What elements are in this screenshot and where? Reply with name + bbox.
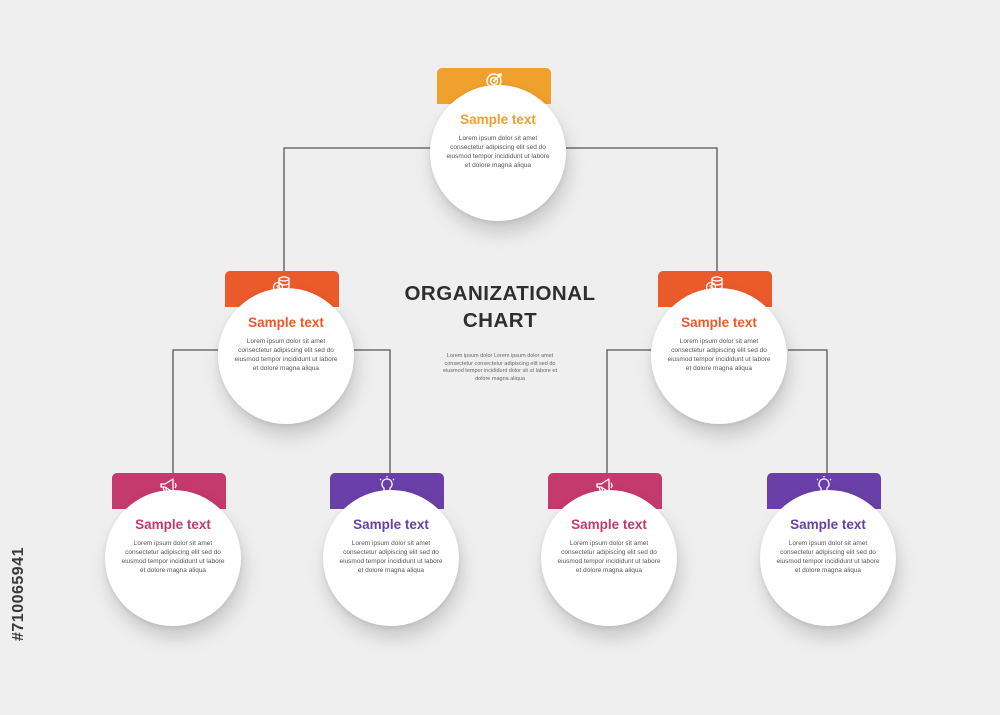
- connector-top-right: [566, 147, 718, 290]
- chart-heading-line1: ORGANIZATIONAL: [404, 282, 596, 305]
- node-description: Lorem ipsum dolor sit amet consectetur a…: [339, 540, 443, 574]
- connector-left-a: [172, 349, 218, 490]
- node-title: Sample text: [353, 517, 429, 532]
- node-description: Lorem ipsum dolor sit amet consectetur a…: [776, 540, 880, 574]
- node-description: Lorem ipsum dolor sit amet consectetur a…: [121, 540, 225, 574]
- node-circle: [430, 85, 566, 221]
- node-circle: [541, 490, 677, 626]
- org-node-bottom-1: Sample text Lorem ipsum dolor sit amet c…: [105, 473, 241, 628]
- chart-heading: ORGANIZATIONAL CHART: [378, 280, 622, 334]
- node-circle: [218, 288, 354, 424]
- node-title: Sample text: [571, 517, 647, 532]
- node-title: Sample text: [135, 517, 211, 532]
- stock-id-text: #710065941: [10, 547, 28, 641]
- org-node-bottom-3: Sample text Lorem ipsum dolor sit amet c…: [541, 473, 677, 628]
- connector-right-a: [606, 349, 651, 490]
- node-circle: [105, 490, 241, 626]
- node-circle: [323, 490, 459, 626]
- org-node-top: Sample text Lorem ipsum dolor sit amet c…: [430, 68, 566, 223]
- org-node-mid-right: $ Sample text Lorem ipsum dolor sit amet…: [651, 271, 787, 426]
- node-circle: [651, 288, 787, 424]
- node-description: Lorem ipsum dolor sit amet consectetur a…: [557, 540, 661, 574]
- org-node-bottom-2: Sample text Lorem ipsum dolor sit amet c…: [323, 473, 459, 628]
- chart-heading-line2: CHART: [462, 309, 538, 332]
- connector-top-left: [283, 147, 432, 290]
- org-node-bottom-4: Sample text Lorem ipsum dolor sit amet c…: [760, 473, 896, 628]
- center-description: Lorem ipsum dolor Lorem ipsum dolor amet…: [442, 353, 558, 382]
- node-title: Sample text: [790, 517, 866, 532]
- node-title: Sample text: [460, 112, 536, 127]
- node-circle: [760, 490, 896, 626]
- node-title: Sample text: [681, 315, 757, 330]
- connector-left-b: [354, 349, 391, 490]
- node-title: Sample text: [248, 315, 324, 330]
- node-description: Lorem ipsum dolor sit amet consectetur a…: [446, 135, 550, 169]
- stock-id-watermark: #710065941: [6, 484, 32, 704]
- node-description: Lorem ipsum dolor sit amet consectetur a…: [667, 338, 771, 372]
- node-description: Lorem ipsum dolor sit amet consectetur a…: [234, 338, 338, 372]
- org-node-mid-left: $ Sample text Lorem ipsum dolor sit amet…: [218, 271, 354, 426]
- connector-right-b: [788, 349, 828, 490]
